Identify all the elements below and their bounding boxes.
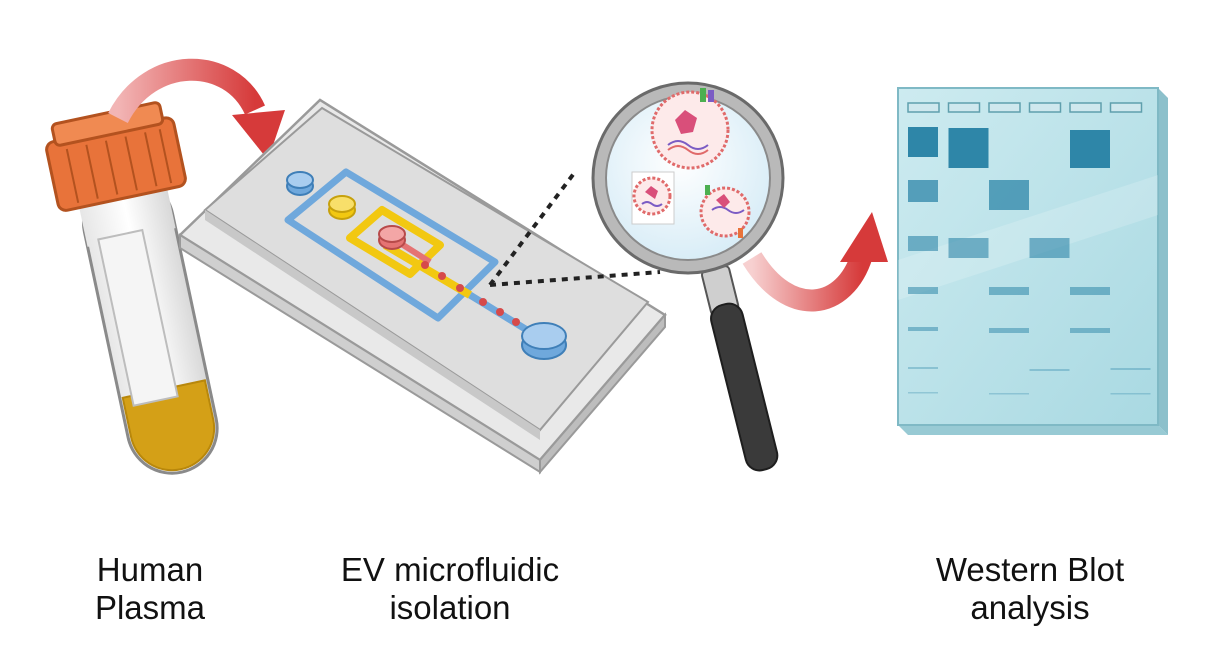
arrow-icon bbox=[742, 212, 888, 312]
western-blot-label: Western Blot analysis bbox=[900, 551, 1160, 627]
blot-well bbox=[1069, 102, 1102, 113]
western-blot-membrane-icon bbox=[897, 87, 1168, 435]
plasma-label: Human Plasma bbox=[60, 551, 240, 627]
microfluidic-label-line1: EV microfluidic bbox=[340, 551, 560, 588]
blood-tube-icon bbox=[45, 101, 219, 475]
blot-band bbox=[1070, 130, 1110, 168]
western-blot-label-line2: analysis bbox=[970, 589, 1090, 626]
blot-band bbox=[948, 128, 989, 168]
blot-wells bbox=[907, 102, 1143, 113]
blot-band bbox=[989, 287, 1029, 295]
plasma-label-line2: Plasma bbox=[94, 589, 206, 626]
microfluidic-label-line2: isolation bbox=[389, 589, 511, 626]
blot-band bbox=[908, 287, 938, 294]
extracellular-vesicle-icon bbox=[631, 171, 675, 225]
blot-band bbox=[1070, 287, 1110, 295]
blot-band bbox=[989, 180, 1029, 210]
blot-well bbox=[1109, 102, 1143, 113]
blot-well bbox=[907, 102, 940, 113]
blot-band bbox=[1110, 368, 1151, 370]
blot-band bbox=[908, 392, 938, 394]
magnifier-icon bbox=[591, 81, 785, 472]
blot-well bbox=[1028, 102, 1062, 113]
microfluidic-chip-icon bbox=[177, 98, 667, 475]
extracellular-vesicle-icon bbox=[650, 88, 730, 170]
blot-well bbox=[947, 102, 981, 113]
blot-band bbox=[908, 180, 938, 202]
plasma-label-line1: Human bbox=[96, 551, 204, 588]
blot-band bbox=[908, 127, 938, 157]
blot-band bbox=[1029, 238, 1070, 258]
blot-band bbox=[1070, 328, 1110, 333]
zoom-lines bbox=[488, 170, 661, 287]
extracellular-vesicle-icon bbox=[699, 185, 751, 238]
western-blot-label-line1: Western Blot bbox=[935, 551, 1125, 588]
blot-band bbox=[989, 328, 1029, 333]
blot-band bbox=[908, 236, 938, 251]
blot-well bbox=[988, 102, 1021, 113]
blot-band bbox=[908, 327, 938, 331]
blot-band bbox=[1110, 393, 1151, 395]
blot-band bbox=[989, 393, 1029, 395]
blot-band bbox=[1029, 369, 1070, 371]
blot-band bbox=[948, 238, 989, 258]
blot-bands bbox=[908, 127, 1151, 395]
microfluidic-label: EV microfluidic isolation bbox=[300, 551, 600, 627]
blot-band bbox=[908, 367, 938, 369]
